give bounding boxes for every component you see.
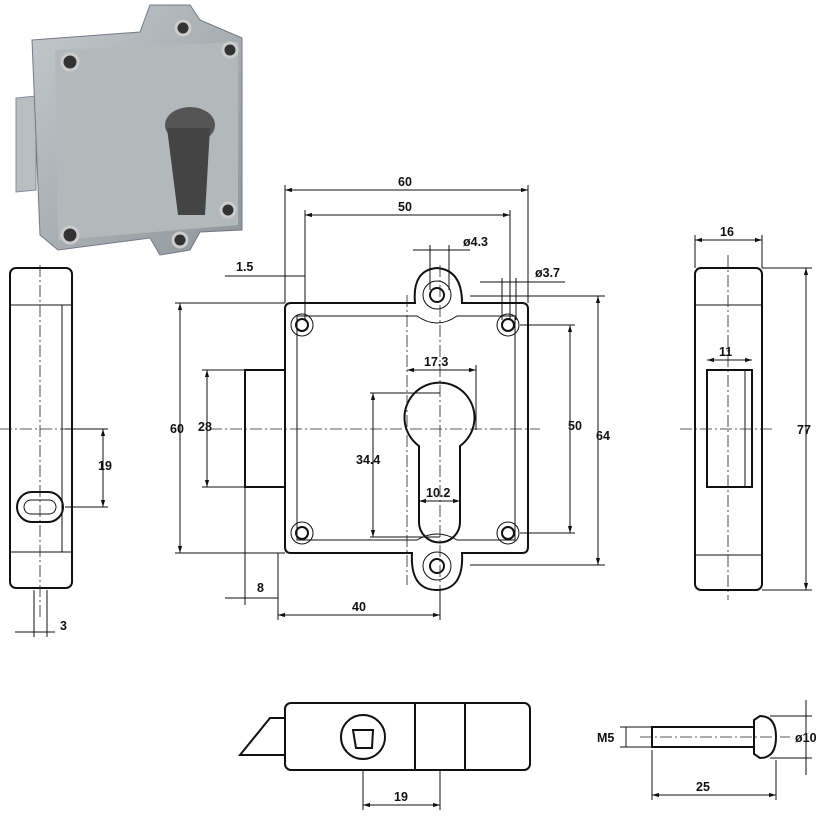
dim-19-side: 19 bbox=[98, 459, 112, 473]
dim-8: 8 bbox=[257, 581, 264, 595]
cylinder-cutout bbox=[403, 381, 476, 544]
dim-3: 3 bbox=[60, 619, 67, 633]
dim-16: 16 bbox=[720, 225, 734, 239]
bottom-view bbox=[237, 702, 531, 810]
dim-64: 64 bbox=[596, 429, 610, 443]
dimension-labels: 60 50 ø4.3 ø3.7 1.5 17.3 34.4 10.2 50 64… bbox=[60, 175, 817, 804]
dim-34-4: 34.4 bbox=[356, 453, 380, 467]
dim-25: 25 bbox=[696, 780, 710, 794]
dim-hole-3-7: ø3.7 bbox=[535, 266, 560, 280]
front-view bbox=[210, 265, 540, 600]
dim-60-height: 60 bbox=[170, 422, 184, 436]
dim-19-bottom: 19 bbox=[394, 790, 408, 804]
screw-view bbox=[620, 700, 812, 800]
dim-screw-head: ø10 bbox=[795, 731, 817, 745]
dim-77: 77 bbox=[797, 423, 811, 437]
dim-50-width: 50 bbox=[398, 200, 412, 214]
front-dimensions bbox=[175, 185, 605, 620]
dim-11: 11 bbox=[719, 345, 732, 359]
dim-10-2: 10.2 bbox=[426, 486, 450, 500]
right-side-view bbox=[680, 235, 812, 600]
dim-28: 28 bbox=[198, 420, 212, 434]
lock-photo bbox=[15, 4, 243, 256]
dim-60-width: 60 bbox=[398, 175, 412, 189]
dim-40: 40 bbox=[352, 600, 366, 614]
mount-holes bbox=[290, 280, 520, 581]
dim-m5: M5 bbox=[597, 731, 614, 745]
left-side-view bbox=[0, 265, 108, 637]
dim-50-height: 50 bbox=[568, 419, 582, 433]
dim-17-3: 17.3 bbox=[424, 355, 448, 369]
dim-1-5: 1.5 bbox=[236, 260, 253, 274]
dim-hole-4-3: ø4.3 bbox=[463, 235, 488, 249]
